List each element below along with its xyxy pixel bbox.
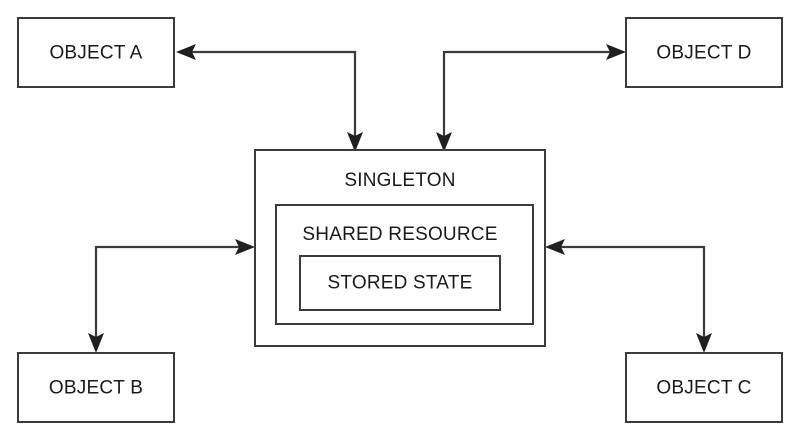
connector-line-object-c-to-singleton xyxy=(549,245,706,349)
node-object-c-label: OBJECT C xyxy=(656,378,751,399)
connector-line-object-b-to-singleton xyxy=(94,245,251,349)
connector-singleton-to-object-a xyxy=(176,44,363,152)
node-object-a[interactable]: OBJECT A xyxy=(17,17,175,88)
node-object-c-box[interactable] xyxy=(625,352,783,423)
node-object-b-label: OBJECT B xyxy=(49,378,143,399)
node-stored-state[interactable]: STORED STATE xyxy=(299,255,501,311)
connector-object-b-to-singleton xyxy=(88,239,255,353)
arrow-head-left-object-a xyxy=(176,44,196,60)
node-object-c[interactable]: OBJECT C xyxy=(625,352,783,423)
arrow-head-down-object-b xyxy=(88,333,104,353)
connector-object-c-to-singleton xyxy=(545,239,712,353)
node-stored-state-label: STORED STATE xyxy=(328,273,473,294)
node-object-b-box[interactable] xyxy=(17,352,175,423)
arrow-head-down-singleton-right xyxy=(436,132,452,152)
connector-line-singleton-to-object-a xyxy=(180,50,357,148)
node-stored-state-box[interactable] xyxy=(299,255,501,311)
arrow-head-down-object-c xyxy=(696,333,712,353)
node-object-a-label: OBJECT A xyxy=(49,43,142,64)
connector-line-singleton-to-object-d xyxy=(442,50,622,148)
node-singleton[interactable]: SINGLETON SHARED RESOURCE STORED STATE xyxy=(254,149,546,347)
node-object-d[interactable]: OBJECT D xyxy=(625,17,783,88)
node-object-d-box[interactable] xyxy=(625,17,783,88)
arrow-head-down-singleton-left xyxy=(347,132,363,152)
connector-singleton-to-object-d xyxy=(436,44,626,152)
arrow-head-right-singleton-left xyxy=(235,239,255,255)
node-singleton-label: SINGLETON xyxy=(344,170,455,191)
node-object-a-box[interactable] xyxy=(17,17,175,88)
node-object-b[interactable]: OBJECT B xyxy=(17,352,175,423)
node-shared-resource[interactable]: SHARED RESOURCE STORED STATE xyxy=(275,204,534,325)
node-shared-resource-label: SHARED RESOURCE xyxy=(302,224,497,245)
arrow-head-right-object-d xyxy=(606,44,626,60)
arrow-head-left-singleton-right xyxy=(545,239,565,255)
node-object-d-label: OBJECT D xyxy=(656,43,751,64)
